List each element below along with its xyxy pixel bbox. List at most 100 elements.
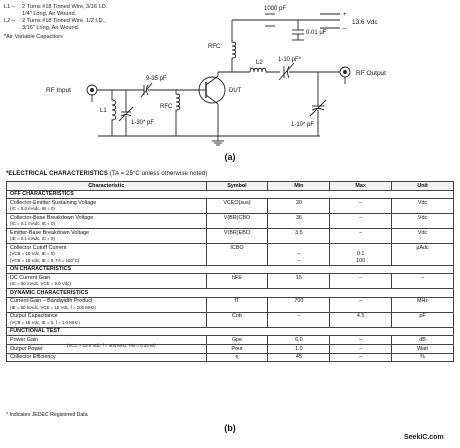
dut-label: DUT xyxy=(229,88,242,94)
table-row: Collector-Emitter Sustaining Voltage(IC … xyxy=(6,198,454,215)
table-row: Collector Efficiency η 45 – % xyxy=(6,352,454,363)
min-cell: 1.0 xyxy=(267,343,331,354)
min-cell: 20 xyxy=(267,198,331,215)
symbol-cell: V(BR)CBO xyxy=(205,213,269,230)
table-row: Emitter-Base Breakdown Voltage(IE = 0.1 … xyxy=(6,228,454,245)
l1-coil-icon xyxy=(111,90,117,136)
max-cell: – xyxy=(329,352,393,363)
rfc-base-coil-icon xyxy=(175,93,181,136)
table-row: Output Power Pout 1.0 – Watt xyxy=(6,343,454,354)
table-row: Output Capacitance(VCB = 15 Vdc, IE = 0,… xyxy=(6,311,454,328)
section-row: DYNAMIC CHARACTERISTICS xyxy=(6,288,454,298)
symbol-cell: fT xyxy=(205,296,269,313)
l2-coil-icon xyxy=(249,67,280,73)
c110-bottom-label: 1-10* pF xyxy=(291,122,314,128)
unit-cell: dB xyxy=(391,335,454,345)
section-title-off: OFF CHARACTERISTICS xyxy=(6,189,454,200)
c1000-label: 1000 pF xyxy=(264,6,286,12)
symbol-cell: Gpe xyxy=(205,335,269,345)
characteristic-cell: DC Current Gain(IC = 50 mAdc, VCE = 5.0 … xyxy=(6,273,207,290)
table-header-row: Characteristic Symbol Min Max Unit xyxy=(6,181,454,191)
c110-top-label: 1-10 pF* xyxy=(278,57,302,63)
l1-label: L1 xyxy=(100,108,107,114)
header-characteristic: Characteristic xyxy=(6,181,207,191)
unit-cell: Vdc xyxy=(391,213,454,230)
test-circuit-schematic: 1000 pF 0.01 µF + – 13.6 Vdc RFC L2 1-10… xyxy=(46,6,386,146)
max-cell: – xyxy=(329,273,393,290)
symbol-cell: hFE xyxy=(205,273,269,290)
section-row: FUNCTIONAL TEST xyxy=(6,326,454,337)
electrical-characteristics-table: Characteristic Symbol Min Max Unit OFF C… xyxy=(6,181,454,363)
minus-label: – xyxy=(343,26,347,32)
section-title-on: ON CHARACTERISTICS xyxy=(6,264,454,275)
unit-cell: µAdc xyxy=(391,243,454,266)
rfc-mid-label: RFC xyxy=(160,104,173,110)
min-cell: 700 xyxy=(267,296,331,313)
header-max: Max xyxy=(329,181,393,191)
unit-cell: Watt xyxy=(391,343,454,354)
unit-cell: Vdc xyxy=(391,198,454,215)
header-min: Min xyxy=(267,181,331,191)
max-cell: 4.5 xyxy=(329,311,393,328)
min-cell: 3.5 xyxy=(267,228,331,245)
table-row: DC Current Gain(IC = 50 mAdc, VCE = 5.0 … xyxy=(6,273,454,290)
table-row: Collector-Base Breakdown Voltage(IC = 0.… xyxy=(6,213,454,230)
figure-caption-a: (a) xyxy=(224,152,236,162)
min-cell: –– xyxy=(267,243,331,266)
section-row: ON CHARACTERISTICS xyxy=(6,264,454,275)
section-title-functional: FUNCTIONAL TEST xyxy=(6,326,454,337)
characteristic-cell: Collector Cutoff Current(VCB = 15 Vdc, I… xyxy=(6,243,207,266)
max-cell: – xyxy=(329,296,393,313)
l2-label: L2 xyxy=(256,60,263,66)
characteristic-cell: Emitter-Base Breakdown Voltage(IE = 0.1 … xyxy=(6,228,207,245)
plus-label: + xyxy=(343,12,347,18)
c935-label: 9-35 pF xyxy=(146,76,167,82)
min-cell: 6.0 xyxy=(267,335,331,345)
characteristic-cell: Collector Efficiency xyxy=(6,352,207,363)
symbol-cell: Cob xyxy=(205,311,269,328)
table-row: Current-Gain – Bandwidth Product(IE = 50… xyxy=(6,296,454,313)
min-cell: 15 xyxy=(267,273,331,290)
vcc-label: 13.6 Vdc xyxy=(352,19,378,26)
min-cell: 36 xyxy=(267,213,331,230)
figure-caption-b: (b) xyxy=(224,423,236,433)
section-row: OFF CHARACTERISTICS xyxy=(6,189,454,200)
unit-cell: pF xyxy=(391,311,454,328)
dut-transistor-icon xyxy=(198,76,226,104)
electrical-characteristics-title: *ELECTRICAL CHARACTERISTICS (TA = 25°C u… xyxy=(6,171,208,177)
symbol-cell: V(BR)EBO xyxy=(205,228,269,245)
characteristic-cell: Collector-Base Breakdown Voltage(IC = 0.… xyxy=(6,213,207,230)
unit-cell: Vdc xyxy=(391,228,454,245)
characteristic-cell: Power Gain (VCC = 13.6 Vdc, f = 400 MHz,… xyxy=(6,335,207,348)
max-cell: – xyxy=(329,198,393,215)
symbol-cell: Pout xyxy=(205,343,269,354)
max-cell: – xyxy=(329,228,393,245)
c110-top-variable-arrow-icon xyxy=(278,62,295,81)
max-cell: – xyxy=(329,343,393,354)
unit-cell: MHz xyxy=(391,296,454,313)
header-symbol: Symbol xyxy=(205,181,269,191)
c130-variable-arrow-icon xyxy=(118,106,134,122)
rf-output-label: RF Output xyxy=(356,70,386,77)
rfc-collector-coil-icon xyxy=(231,20,237,59)
max-cell: – xyxy=(329,335,393,345)
section-title-dynamic: DYNAMIC CHARACTERISTICS xyxy=(6,288,454,298)
characteristic-cell: Output Capacitance(VCB = 15 Vdc, IE = 0,… xyxy=(6,311,207,328)
min-cell: 45 xyxy=(267,352,331,363)
symbol-cell: ICBO xyxy=(205,243,269,266)
c110-bottom-variable-arrow-icon xyxy=(309,99,327,117)
min-cell: – xyxy=(267,311,331,328)
characteristic-cell: Current-Gain – Bandwidth Product(IE = 50… xyxy=(6,296,207,313)
c130-label: 1-30* pF xyxy=(131,120,154,126)
unit-cell: – xyxy=(391,273,454,290)
symbol-cell: η xyxy=(205,352,269,363)
rfc-top-label: RFC xyxy=(208,44,221,50)
characteristic-cell: Collector-Emitter Sustaining Voltage(IC … xyxy=(6,198,207,215)
jedec-footnote: * Indicates JEDEC Registered Data xyxy=(6,412,88,418)
header-unit: Unit xyxy=(391,181,454,191)
max-cell: – xyxy=(329,213,393,230)
unit-cell: % xyxy=(391,352,454,363)
symbol-cell: VCEO(sus) xyxy=(205,198,269,215)
